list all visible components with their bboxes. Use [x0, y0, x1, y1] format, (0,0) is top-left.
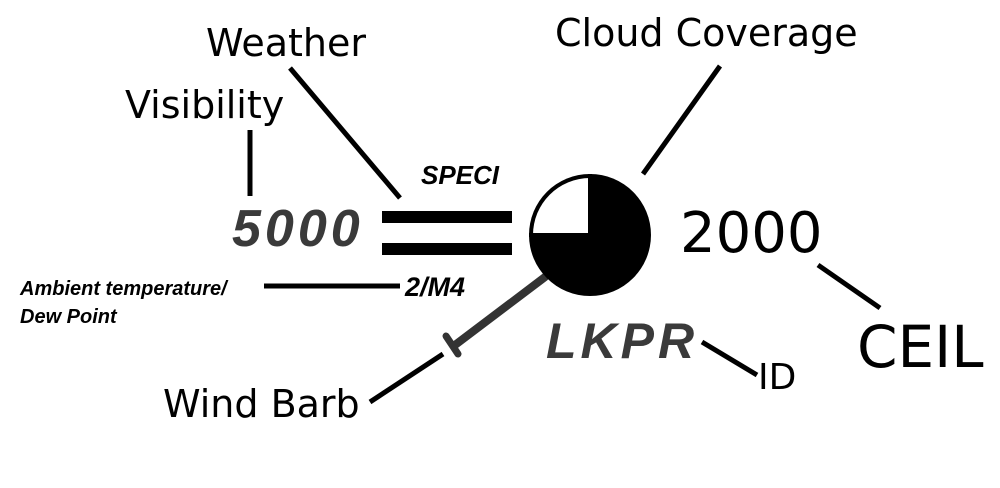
- weather-leader: [288, 66, 402, 200]
- cloud-coverage-leader: [640, 64, 723, 176]
- cloud-coverage-label: Cloud Coverage: [555, 11, 858, 55]
- ceil-label: CEIL: [857, 313, 984, 381]
- wind-barb-label: Wind Barb: [163, 382, 360, 426]
- cloud-coverage-symbol: [529, 174, 651, 296]
- weather-symbol-bar-bottom: [382, 243, 512, 255]
- cloud-coverage-clear-sector: [533, 178, 590, 235]
- dew-point-label: Dew Point: [20, 306, 118, 328]
- weather-symbol-bar-top: [382, 211, 512, 223]
- id-leader: [700, 339, 759, 378]
- wind-barb-leader: [368, 351, 445, 405]
- station-id: LKPR: [546, 313, 698, 369]
- weather-label: Weather: [206, 21, 366, 65]
- ceil-leader: [816, 262, 882, 311]
- wind-barb-tick: [442, 332, 462, 358]
- id-label: ID: [758, 357, 796, 398]
- temp-dew-value: 2/M4: [404, 272, 465, 302]
- wind-barb-shaft: [451, 273, 549, 349]
- visibility-label: Visibility: [125, 83, 284, 127]
- visibility-value: 5000: [232, 200, 364, 258]
- report-type: SPECI: [421, 160, 500, 190]
- ambient-temperature-label: Ambient temperature/: [19, 278, 229, 300]
- ceiling-value: 2000: [680, 201, 823, 266]
